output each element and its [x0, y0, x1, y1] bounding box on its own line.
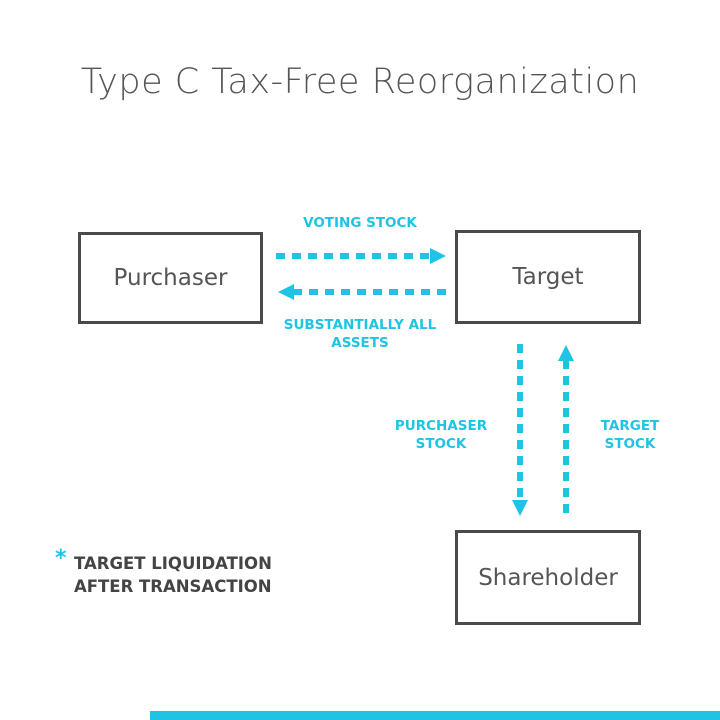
target-label: Target — [512, 264, 584, 290]
shareholder-node: Shareholder — [455, 530, 641, 625]
footer-accent-bar — [150, 711, 720, 720]
liquidation-note: TARGET LIQUIDATION AFTER TRANSACTION — [74, 552, 272, 598]
note-line1: TARGET LIQUIDATION — [74, 554, 272, 573]
purchaser-node: Purchaser — [78, 232, 263, 324]
diagram-title: Type C Tax-Free Reorganization — [80, 62, 640, 102]
purchaser-stock-line2: STOCK — [415, 436, 467, 452]
note-line2: AFTER TRANSACTION — [74, 577, 272, 596]
purchaser-stock-label: PURCHASER STOCK — [386, 417, 496, 453]
target-node: Target — [455, 230, 641, 324]
target-stock-line1: TARGET — [600, 418, 660, 434]
purchaser-label: Purchaser — [113, 265, 228, 291]
arrowhead-left — [278, 284, 294, 300]
target-stock-label: TARGET STOCK — [580, 417, 680, 453]
target-stock-line2: STOCK — [604, 436, 656, 452]
arrowhead-down — [512, 500, 528, 516]
shareholder-label: Shareholder — [478, 564, 618, 591]
assets-label: SUBSTANTIALLY ALL ASSETS — [270, 316, 450, 352]
arrowhead-up — [558, 345, 574, 361]
assets-label-line2: ASSETS — [331, 335, 389, 351]
purchaser-stock-line1: PURCHASER — [394, 418, 488, 434]
assets-label-line1: SUBSTANTIALLY ALL — [283, 317, 437, 333]
arrowhead-right — [430, 248, 446, 264]
voting-stock-label: VOTING STOCK — [303, 215, 417, 231]
asterisk-icon: * — [55, 546, 67, 571]
